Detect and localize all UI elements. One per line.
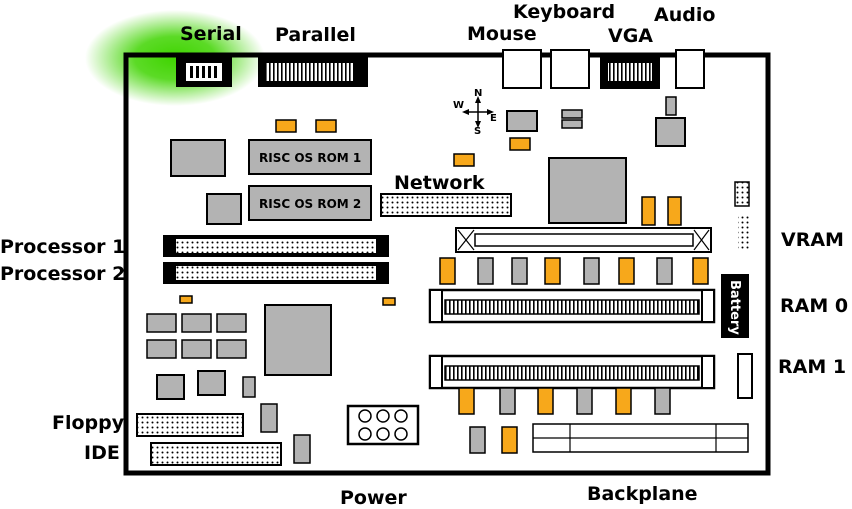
capacitor — [458, 387, 475, 415]
capacitor — [439, 257, 456, 285]
label-keyboard: Keyboard — [513, 1, 616, 23]
chip — [181, 313, 212, 333]
vga-port — [600, 53, 660, 89]
label-processor1: Processor 1 — [0, 236, 126, 258]
label-vga: VGA — [608, 25, 654, 47]
label-ram0: RAM 0 — [780, 295, 849, 317]
capacitor — [667, 196, 682, 226]
label-serial: Serial — [180, 23, 242, 45]
power-connector — [346, 404, 420, 446]
chip — [654, 387, 671, 415]
chip — [260, 403, 278, 433]
capacitor — [315, 119, 337, 133]
rom2-chip — [248, 185, 372, 221]
battery — [721, 274, 749, 338]
chip — [499, 387, 516, 415]
ide-header — [150, 442, 282, 466]
capacitor — [537, 387, 554, 415]
rom2-label: RISC OS ROM 2 — [259, 197, 361, 211]
processor-chip — [548, 157, 627, 224]
chip — [293, 434, 311, 464]
label-parallel: Parallel — [275, 24, 356, 46]
compass-w: W — [453, 100, 464, 111]
label-vram: VRAM — [781, 229, 844, 251]
capacitor — [692, 257, 709, 285]
capacitor — [509, 137, 531, 151]
label-audio: Audio — [654, 4, 716, 26]
chip — [146, 313, 177, 333]
chip — [156, 374, 185, 400]
chip — [506, 110, 538, 132]
capacitor — [179, 295, 193, 304]
chip — [469, 426, 486, 454]
rom1-label: RISC OS ROM 1 — [259, 151, 361, 165]
capacitor — [453, 153, 475, 167]
chip — [170, 139, 226, 177]
chip — [146, 339, 177, 359]
capacitor — [641, 196, 656, 226]
vram-slot — [455, 227, 712, 253]
parallel-port — [258, 53, 368, 87]
label-ram1: RAM 1 — [778, 356, 847, 378]
chip — [216, 339, 247, 359]
backplane-connector — [532, 423, 749, 453]
rom1-chip — [248, 139, 372, 175]
chip — [264, 304, 332, 376]
chip — [576, 387, 593, 415]
jumper-header — [738, 215, 750, 251]
compass-e: E — [490, 113, 497, 124]
processor2-slot — [163, 262, 389, 284]
chip — [181, 339, 212, 359]
mouse-port — [502, 49, 542, 89]
network-header — [380, 193, 512, 217]
board-outline — [123, 52, 771, 476]
capacitor — [615, 387, 632, 415]
chip — [583, 257, 600, 285]
compass-n: N — [474, 88, 482, 99]
floppy-header — [136, 413, 244, 437]
connector-clip — [737, 353, 753, 399]
chip — [206, 193, 242, 225]
label-network: Network — [394, 172, 485, 194]
keyboard-port — [550, 49, 590, 89]
capacitor — [501, 426, 518, 454]
chip — [216, 313, 247, 333]
audio-port — [675, 49, 705, 89]
label-ide: IDE — [84, 442, 120, 464]
label-processor2: Processor 2 — [0, 263, 126, 285]
chip — [561, 119, 583, 129]
compass-s: S — [474, 126, 481, 137]
chip — [561, 109, 583, 119]
jumper-header — [734, 181, 750, 207]
label-power: Power — [340, 487, 407, 509]
battery-label: Battery — [727, 280, 742, 335]
capacitor — [275, 119, 297, 133]
chip — [197, 370, 226, 396]
processor1-slot — [163, 235, 389, 257]
chip — [665, 96, 677, 116]
chip — [242, 376, 256, 398]
label-backplane: Backplane — [587, 483, 698, 505]
serial-port — [176, 53, 232, 87]
compass-rose: N S W E — [453, 88, 497, 137]
ram1-slot — [428, 354, 716, 390]
ram0-slot — [428, 288, 716, 324]
chip — [477, 257, 494, 285]
capacitor — [382, 297, 396, 306]
chip — [511, 257, 528, 285]
capacitor — [544, 257, 561, 285]
chip — [655, 117, 686, 147]
capacitor — [618, 257, 635, 285]
chip — [656, 257, 673, 285]
label-floppy: Floppy — [52, 412, 125, 434]
label-mouse: Mouse — [467, 23, 537, 45]
